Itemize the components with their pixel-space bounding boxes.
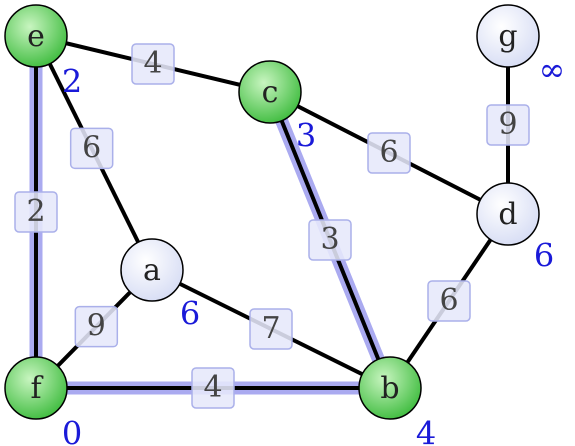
distance-label-g: ∞ <box>539 51 566 89</box>
weight-box-e-a <box>69 127 114 170</box>
weight-box-a-f <box>74 305 119 348</box>
weight-box-d-b <box>427 280 471 322</box>
edge-weight-c-b: 3 <box>320 222 339 257</box>
edge-weight-g-d: 9 <box>498 107 517 142</box>
weight-box-g-d <box>486 104 530 146</box>
distance-label-e: 2 <box>62 63 82 101</box>
distance-label-a: 6 <box>180 295 200 333</box>
edge-weight-a-b: 7 <box>261 311 280 346</box>
weight-box-c-d <box>367 132 411 174</box>
edge-weight-c-d: 6 <box>379 135 398 170</box>
node-label-g: g <box>498 19 517 54</box>
edge-weight-e-a: 6 <box>82 130 101 165</box>
edge-weight-d-b: 6 <box>439 283 458 318</box>
node-label-a: a <box>143 253 161 288</box>
node-label-c: c <box>262 75 279 110</box>
node-label-d: d <box>498 197 517 232</box>
node-label-f: f <box>30 371 43 406</box>
weight-box-f-b <box>191 367 235 409</box>
node-a <box>120 238 184 302</box>
distance-label-f: 0 <box>62 415 82 446</box>
node-c <box>238 60 302 124</box>
node-d <box>476 182 540 246</box>
weight-box-c-b <box>308 219 352 261</box>
node-label-b: b <box>380 371 399 406</box>
edge-weight-f-b: 4 <box>203 370 222 405</box>
node-e <box>4 4 68 68</box>
node-b <box>358 356 422 420</box>
distance-label-b: 4 <box>416 415 436 446</box>
edge-weight-e-c: 4 <box>143 46 162 81</box>
edge-weight-e-f: 2 <box>26 194 45 229</box>
weight-box-a-b <box>249 308 293 350</box>
node-f <box>4 356 68 420</box>
distance-label-d: 6 <box>534 237 554 275</box>
distance-label-c: 3 <box>296 117 316 155</box>
weight-box-e-f <box>14 191 58 233</box>
weight-box-e-c <box>131 43 175 85</box>
edge-weight-a-f: 9 <box>87 309 106 344</box>
node-label-e: e <box>27 19 45 54</box>
node-g <box>476 4 540 68</box>
